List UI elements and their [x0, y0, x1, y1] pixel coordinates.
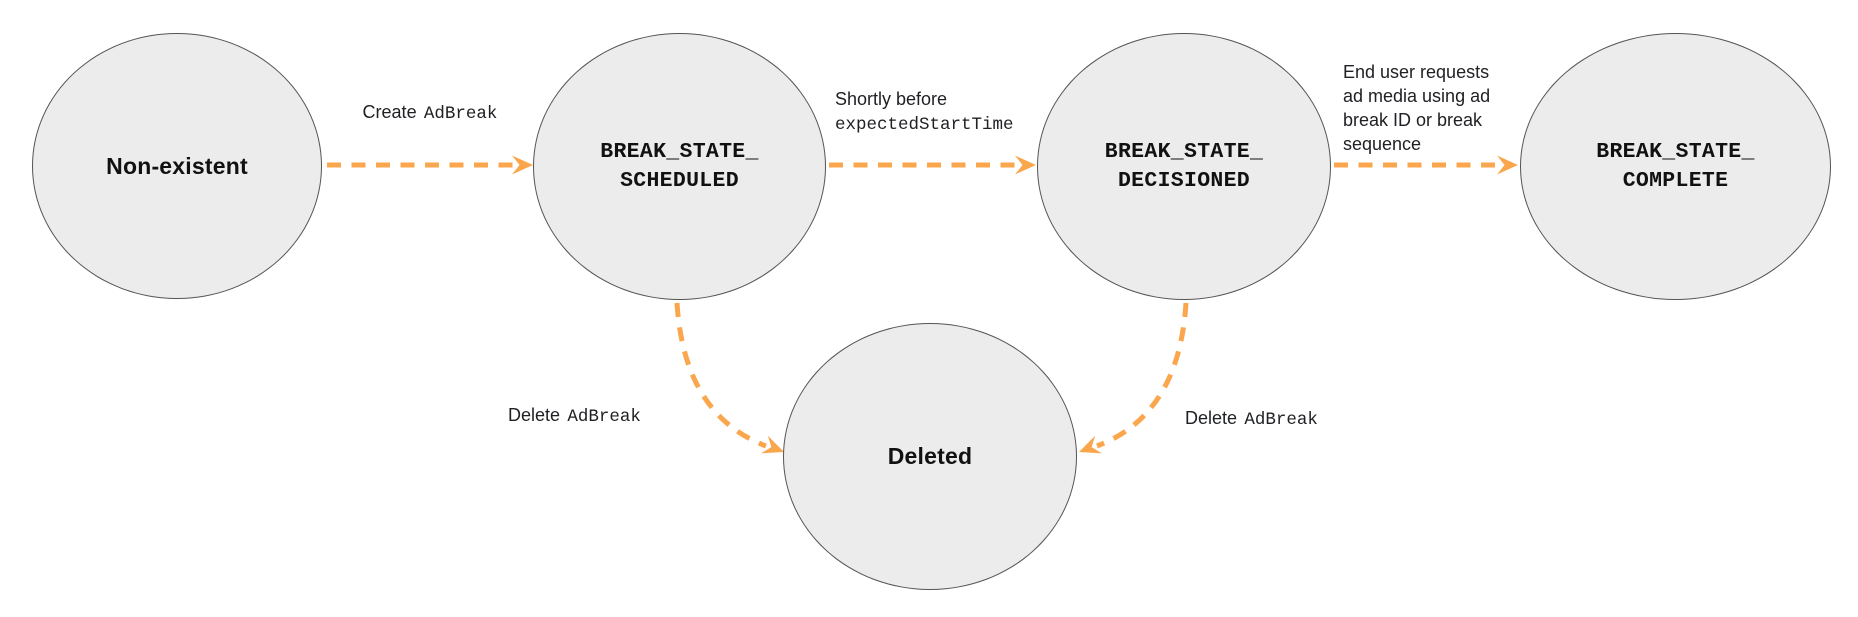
state-node-break-state-decisioned: BREAK_STATE_ DECISIONED — [1037, 33, 1331, 300]
state-label: BREAK_STATE_ SCHEDULED — [600, 139, 759, 193]
label-text: Create — [362, 102, 417, 122]
arrowhead-icon — [1497, 155, 1518, 175]
label-code-text: AdBreak — [1244, 410, 1318, 430]
label-code-text: expectedStartTime — [835, 114, 1014, 135]
state-label: BREAK_STATE_ COMPLETE — [1596, 139, 1755, 193]
label-text: Delete — [508, 405, 561, 425]
transition-arrow-delete-adbreak-right — [1096, 302, 1189, 449]
label-text: Delete — [1185, 408, 1238, 428]
transition-arrow-delete-adbreak-left — [674, 302, 767, 449]
transition-label-end-user-requests: End user requests ad media using ad brea… — [1343, 36, 1490, 156]
label-text: End user requests ad media using ad brea… — [1343, 62, 1491, 154]
transition-label-delete-adbreak-right: Delete AdBreak — [1185, 406, 1318, 432]
label-code-text: AdBreak — [567, 407, 641, 427]
transition-label-create-adbreak: Create AdBreak — [352, 100, 508, 126]
state-node-break-state-scheduled: BREAK_STATE_ SCHEDULED — [533, 33, 826, 300]
label-text: Shortly before — [835, 89, 948, 109]
transition-label-shortly-before: Shortly before expectedStartTime — [835, 87, 1014, 138]
arrowhead-icon — [1015, 155, 1036, 175]
state-node-break-state-complete: BREAK_STATE_ COMPLETE — [1520, 33, 1831, 300]
state-label: BREAK_STATE_ DECISIONED — [1104, 139, 1264, 193]
state-label: Non-existent — [106, 152, 248, 179]
label-code-text: AdBreak — [423, 104, 498, 124]
arrowhead-icon — [512, 155, 533, 175]
arrowhead-icon — [1079, 435, 1103, 454]
state-node-non-existent: Non-existent — [32, 33, 322, 299]
state-label: Deleted — [887, 443, 973, 469]
transition-label-delete-adbreak-left: Delete AdBreak — [508, 403, 641, 429]
state-node-deleted: Deleted — [783, 323, 1077, 590]
